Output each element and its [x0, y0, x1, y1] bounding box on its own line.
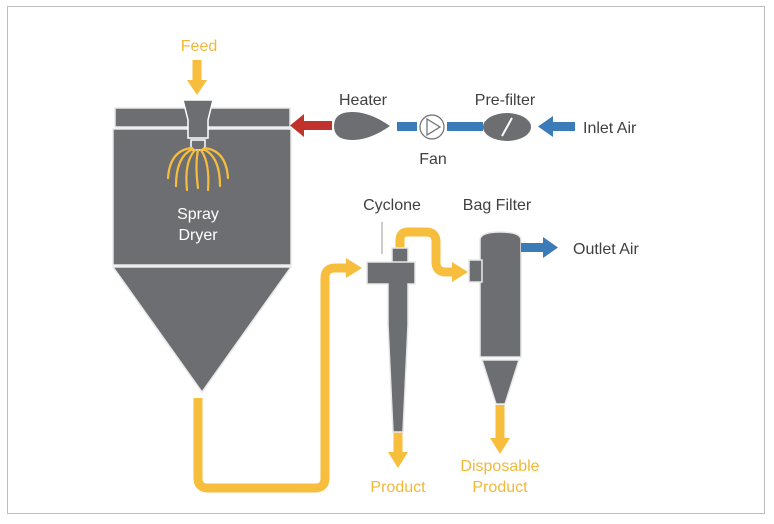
labels: Feed Heater Pre-filter Inlet Air Fan Spr…: [177, 38, 639, 496]
air-flow: [290, 112, 575, 258]
heater-fan-pipe: [397, 122, 417, 131]
fan-prefilter-pipe: [447, 122, 483, 131]
cyclone-label: Cyclone: [363, 197, 421, 214]
bag-filter-label: Bag Filter: [463, 197, 532, 214]
spray-dryer-label-line1: Spray: [177, 206, 219, 223]
inlet-air-arrow-head: [538, 116, 553, 137]
spray-dryer: [111, 99, 293, 394]
hot-air-arrow-head: [290, 114, 304, 137]
disposable-label-line2: Product: [472, 479, 528, 496]
product-label: Product: [370, 479, 426, 496]
product-flow-arrowheads: [187, 80, 510, 468]
cyclone-body: [366, 261, 416, 433]
outlet-air-arrow-shaft: [521, 243, 545, 252]
bag-filter-inlet-stub: [468, 259, 483, 283]
heater: [334, 112, 390, 140]
disposable-label-line1: Disposable: [460, 458, 539, 475]
bagfilter-product-arrow: [490, 438, 510, 454]
pre-filter-label: Pre-filter: [475, 92, 536, 109]
atomizer-nozzle: [182, 99, 214, 139]
product-flow-lines: [192, 60, 505, 493]
fan-icon: [426, 117, 442, 137]
cyclone-product-arrow: [388, 452, 408, 468]
feed-arrow: [187, 80, 207, 95]
outlet-air-arrow-head: [543, 237, 558, 258]
fan-label: Fan: [419, 151, 447, 168]
spray-dryer-cone: [111, 266, 293, 394]
bagfilter-inlet-arrow: [452, 262, 468, 282]
inlet-air-arrow-shaft: [550, 122, 575, 131]
bag-filter: [468, 231, 522, 405]
inlet-air-label: Inlet Air: [583, 120, 637, 137]
pre-filter-element: [501, 117, 513, 137]
spray-pattern: [166, 146, 230, 192]
spray-dryer-label-line2: Dryer: [178, 227, 218, 244]
cyclone-to-bagfilter-line: [395, 227, 455, 277]
outlet-air-label: Outlet Air: [573, 241, 639, 258]
bag-filter-hopper: [480, 359, 521, 405]
dryer-to-cyclone-line: [193, 263, 350, 493]
diagram-frame: [7, 6, 765, 514]
bag-filter-body: [479, 231, 522, 358]
hot-air-arrow-shaft: [302, 121, 332, 130]
heater-label: Heater: [339, 92, 388, 109]
feed-label: Feed: [181, 38, 217, 55]
cyclone-inlet-arrow: [346, 258, 362, 278]
cyclone: [366, 222, 416, 433]
